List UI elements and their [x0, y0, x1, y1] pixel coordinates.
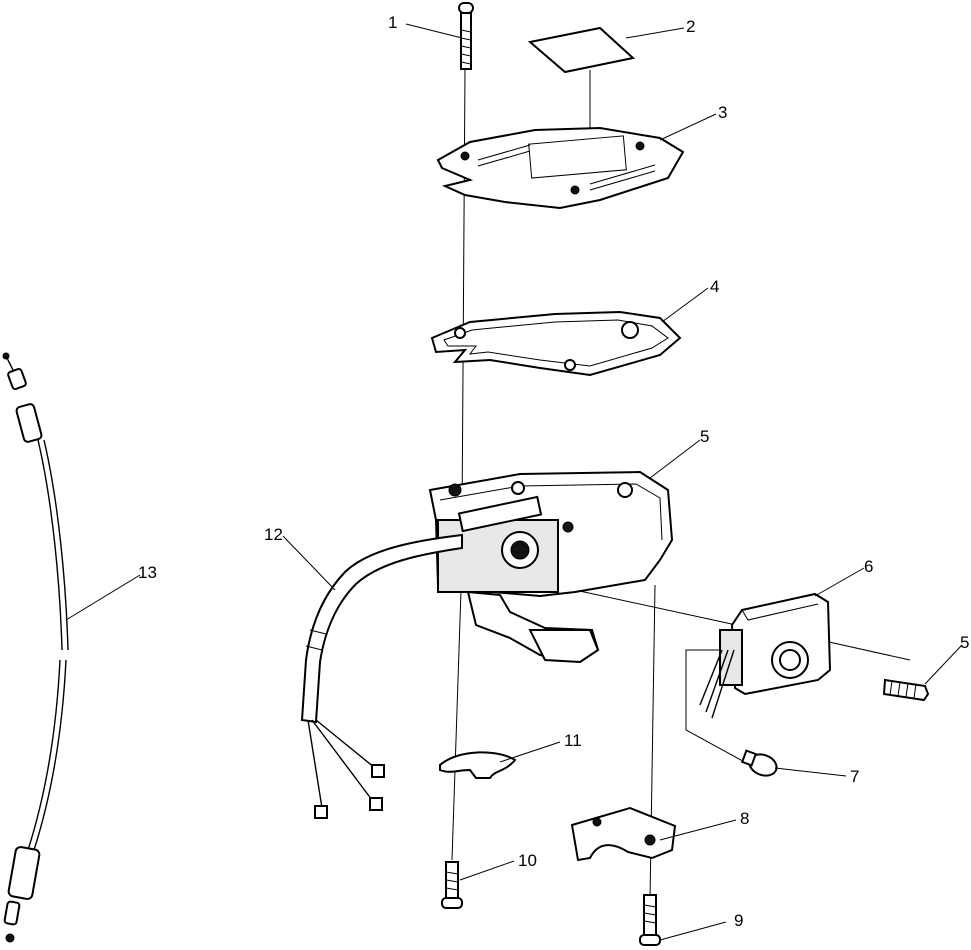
callout-13: 13 [138, 563, 157, 582]
wiring-harness-part-12 [300, 533, 463, 819]
screw-part-1 [458, 2, 474, 70]
callout-11: 11 [564, 731, 582, 750]
assembly-lines [451, 69, 911, 901]
bulb-part-7 [740, 749, 778, 777]
leader-lines [65, 23, 963, 941]
callout-7: 7 [850, 767, 859, 786]
cable-part-13 [2, 352, 69, 943]
gasket-part-4 [430, 310, 682, 377]
screw-part-9 [639, 894, 661, 946]
cover-plate-part-3 [436, 126, 685, 210]
switch-housing-part-6 [699, 592, 832, 719]
housing-part-5 [428, 470, 674, 664]
callout-2: 2 [686, 17, 695, 36]
callout-5-side: 5 [960, 633, 969, 652]
decal-part-2 [527, 26, 636, 74]
callout-3: 3 [718, 103, 727, 122]
callout-10: 10 [518, 851, 537, 870]
callout-labels: 1 2 3 4 5 6 5 7 8 9 10 11 12 13 [138, 13, 969, 930]
callout-6: 6 [864, 557, 873, 576]
callout-12: 12 [264, 525, 283, 544]
callout-9: 9 [734, 911, 743, 930]
clip-part-11 [439, 751, 517, 779]
callout-8: 8 [740, 809, 749, 828]
side-screw-part-5 [882, 678, 930, 702]
screw-part-10 [441, 861, 463, 909]
callout-5: 5 [700, 427, 709, 446]
callout-1: 1 [388, 13, 397, 32]
clamp-part-8 [570, 806, 677, 862]
callout-4: 4 [710, 277, 719, 296]
